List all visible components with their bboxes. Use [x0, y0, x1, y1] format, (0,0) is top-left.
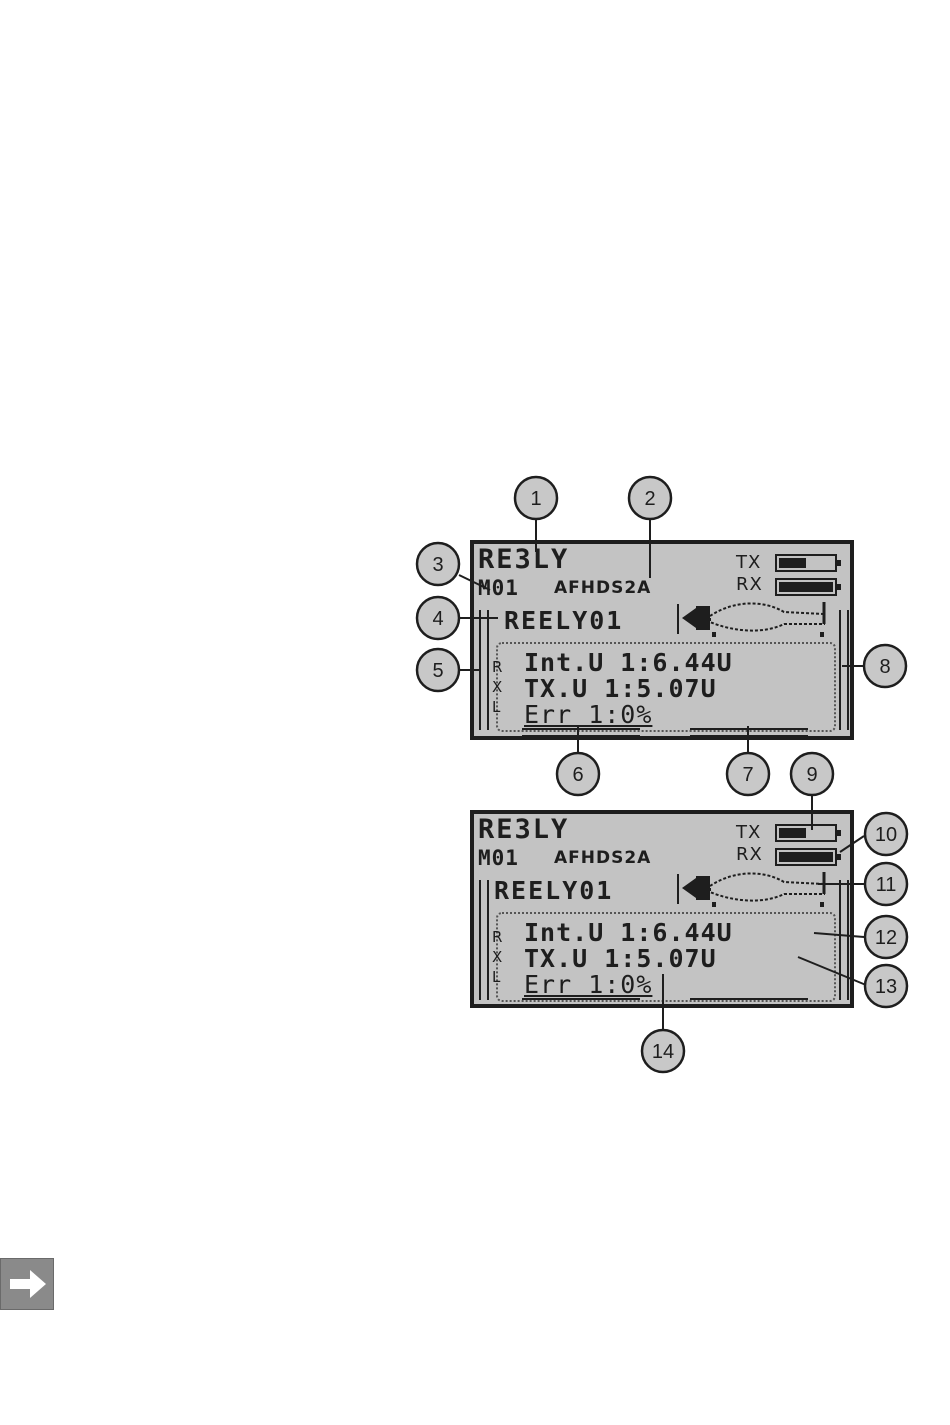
callout-number: 9 — [806, 764, 817, 786]
callout-number: 1 — [530, 488, 541, 510]
callout-number: 14 — [652, 1041, 674, 1063]
callout-number: 2 — [644, 488, 655, 510]
callout-number: 5 — [432, 660, 443, 682]
callout-number: 11 — [876, 874, 897, 896]
callout-number: 7 — [742, 764, 753, 786]
next-page-button[interactable] — [0, 1258, 54, 1310]
callout-number: 12 — [875, 927, 897, 949]
arrow-right-icon — [1, 1259, 53, 1309]
callout-number: 3 — [432, 554, 443, 576]
callout-number: 13 — [875, 976, 897, 998]
callout-number: 8 — [879, 656, 890, 678]
callout-number: 10 — [875, 824, 897, 846]
callout-number: 4 — [432, 608, 443, 630]
callout-number: 6 — [572, 764, 583, 786]
